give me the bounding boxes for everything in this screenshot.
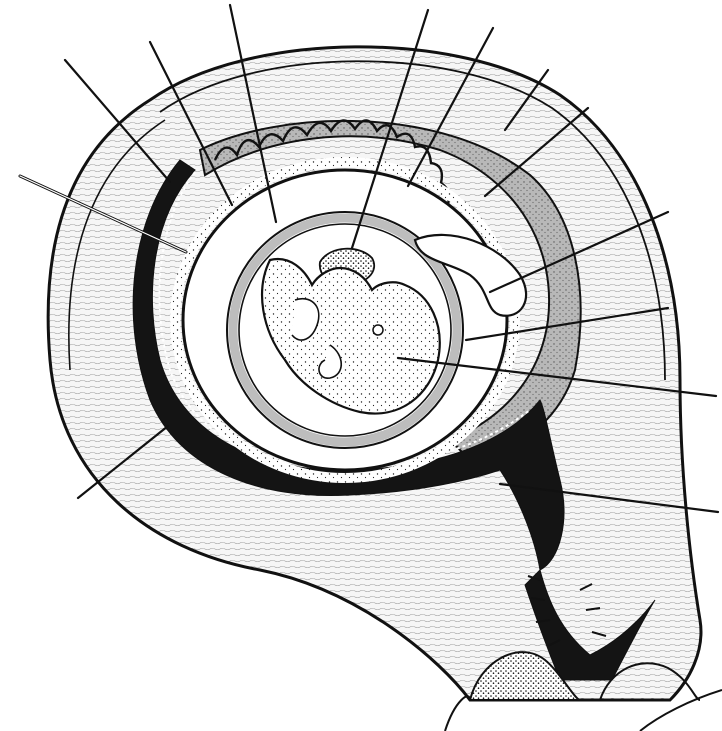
embryo-eye [373, 325, 383, 335]
